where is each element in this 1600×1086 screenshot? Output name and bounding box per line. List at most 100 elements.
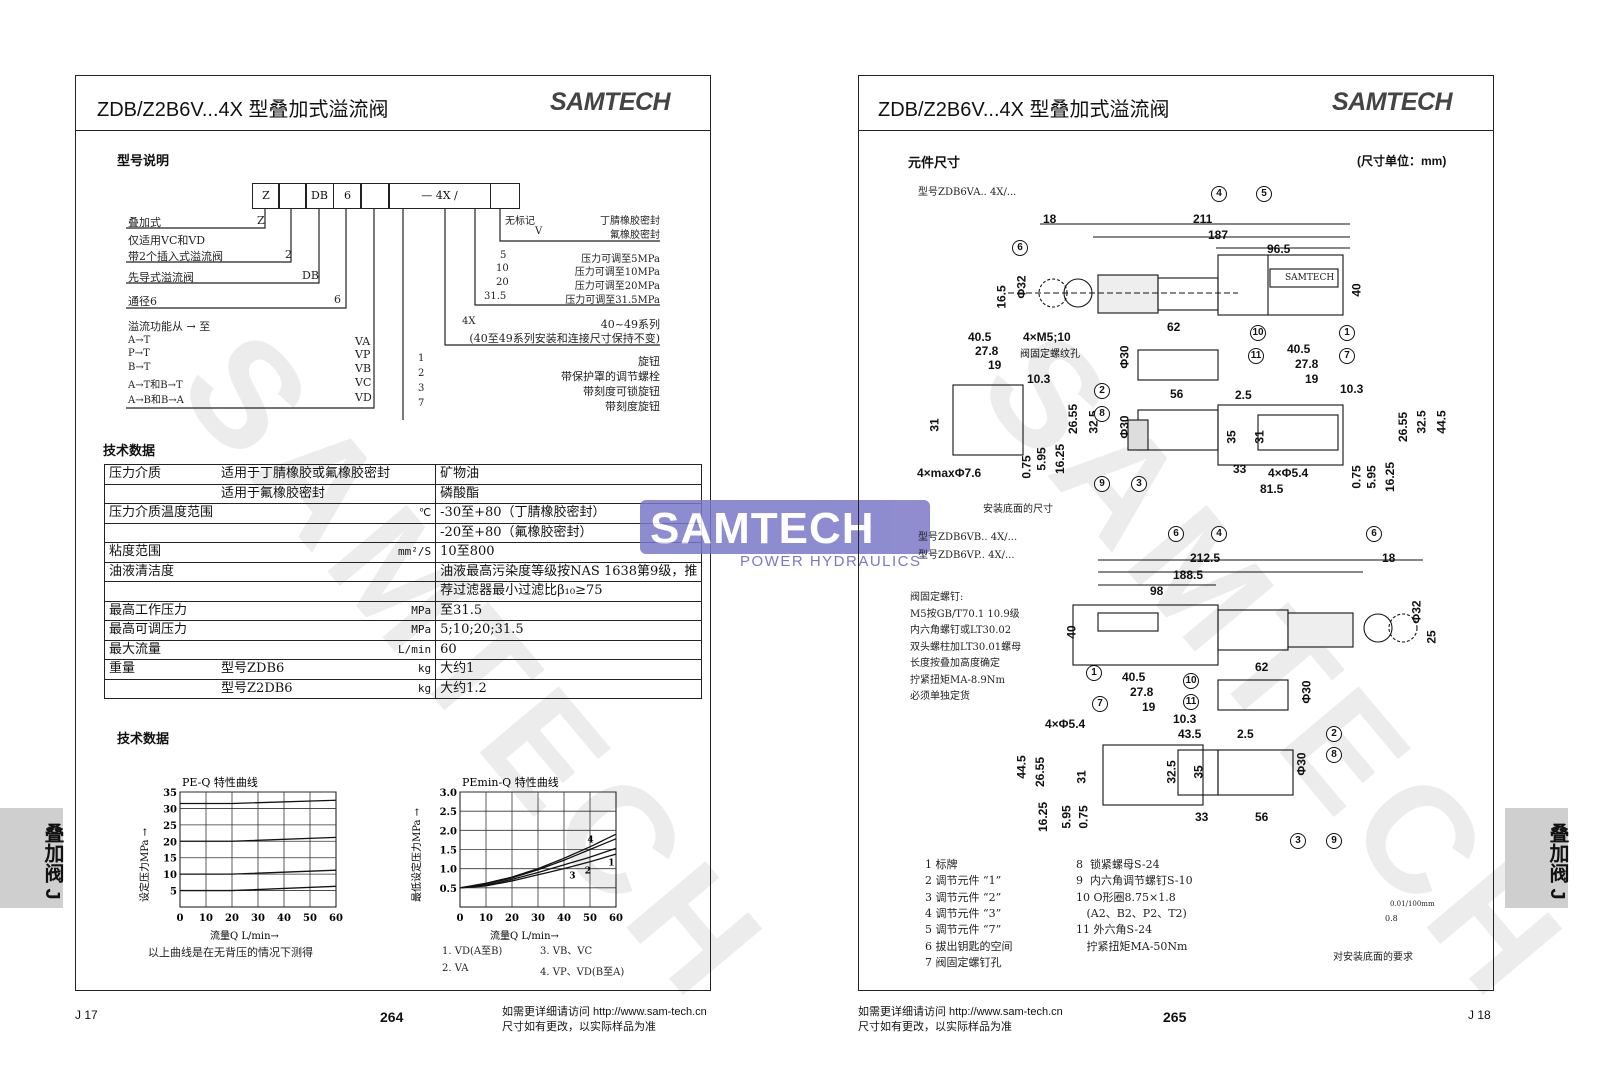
tech-table-cell (394, 522, 437, 543)
dimension-label: 4×Φ5.4 (1045, 717, 1086, 731)
tech-table-cell: 型号Z2DB6 (217, 678, 395, 699)
tech-table-cell: 适用于丁腈橡胶或氟橡胶密封 (217, 464, 395, 485)
model-vb-label: 型号ZDB6VB.. 4X/... (918, 532, 1018, 543)
tech-table-cell (217, 522, 395, 543)
curve2-legend-1: 1. VD(A至B) (442, 946, 503, 957)
right-logo: SAMTECH (1332, 88, 1453, 116)
model-option-code: V (535, 226, 543, 237)
tech-table-cell: kg (394, 678, 437, 699)
parts-list-item: 11 外六角S-24 (1076, 923, 1153, 937)
model-option-label: 丁腈橡胶密封 (600, 216, 660, 227)
y-tick-label: 20 (163, 837, 177, 848)
y-tick-label: 3.0 (440, 788, 457, 799)
side-tab-left[interactable]: 叠加阀 J (0, 808, 63, 908)
tech-table-cell: 最高可调压力 (104, 620, 218, 641)
left-footer-code: J 17 (75, 1008, 98, 1022)
dimension-label: 10.3 (1340, 382, 1364, 396)
model-row-label: 仅适用VC和VD (128, 234, 206, 247)
series-label: 4 (587, 836, 593, 846)
model-option-label: 旋钮 (638, 355, 660, 368)
tech-table-cell (394, 581, 437, 602)
parts-list-item: 1 标牌 (925, 858, 958, 871)
right-footer-code: J 18 (1468, 1008, 1491, 1022)
callout-7-icon: 7 (1092, 696, 1108, 712)
model-option-code: 2 (418, 368, 425, 379)
dimension-label: 16.25 (1036, 801, 1051, 833)
dimension-label: 27.8 (1295, 357, 1319, 371)
callout-7-icon: 7 (1339, 348, 1355, 364)
series-line-1 (459, 853, 617, 889)
dimension-label: 16.25 (1383, 461, 1398, 493)
dimension-label: 26.55 (1066, 403, 1081, 435)
dimension-label: 44.5 (1014, 755, 1029, 779)
tech-table-cell: 矿物油 (435, 464, 703, 485)
screw-note-line: 内六角螺钉或LT30.02 (910, 625, 1012, 636)
tech-table-cell (217, 561, 395, 582)
callout-10-icon: 10 (1250, 325, 1266, 341)
parts-list-item: 10 O形圈8.75×1.8 (1076, 890, 1176, 904)
samtech-center-logo: SAMTECH (640, 500, 930, 554)
model-row-code: VD (355, 391, 372, 404)
tech-table-cell: L/min (394, 639, 437, 660)
tech-table-row: 油液清洁度油液最高污染度等级按NAS 1638第9级，推 (104, 561, 703, 582)
tech-table-cell: 60 (435, 639, 703, 660)
tech-table-cell (217, 639, 395, 660)
model-row-label: A→T和B→T (128, 380, 183, 391)
callout-5-icon: 5 (1256, 186, 1272, 202)
y-tick-label: 5 (170, 887, 177, 898)
model-row-code: VP (355, 348, 371, 361)
y-tick-label: 0.5 (440, 884, 457, 895)
model-option-code: 无标记 (505, 216, 535, 227)
tech-table-cell: mm²/S (394, 542, 437, 563)
dimension-label: Φ30 (1117, 415, 1132, 439)
callout-1-icon: 1 (1086, 665, 1102, 681)
y-tick-label: 1.0 (440, 865, 457, 876)
tech-table-row: 压力介质适用于丁腈橡胶或氟橡胶密封矿物油 (104, 464, 703, 485)
x-tick-label: 40 (557, 913, 571, 924)
dimension-label: Φ30 (1299, 680, 1314, 704)
y-tick-label: 10 (163, 870, 177, 881)
model-option-label: (40至49系列安装和连接尺寸保持不变) (469, 332, 660, 345)
dimension-label: 81.5 (1260, 482, 1284, 496)
model-row-label: 先导式溢流阀 (128, 271, 194, 284)
dimension-label: 188.5 (1173, 568, 1204, 582)
y-tick-label: 2.5 (440, 807, 457, 818)
series-line-5 (180, 885, 337, 892)
dimension-label: 56 (1170, 387, 1184, 401)
center-logo-tagline: POWER HYDRAULICS (740, 553, 922, 570)
model-option-label: 压力可调至20MPa (574, 281, 660, 292)
mount-surface-caption: 安装底面的尺寸 (983, 504, 1053, 515)
model-option-code: 10 (496, 263, 509, 274)
model-option-label: 压力可调至10MPa (574, 267, 660, 278)
y-tick-label: 1.5 (440, 846, 457, 857)
model-option-label: 压力可调至5MPa (581, 254, 660, 265)
model-option-label: 带刻度旋钮 (605, 400, 660, 413)
series-line-31.5 (180, 799, 337, 805)
x-tick-label: 0 (177, 913, 184, 924)
screw-note-line: 阀固定螺钉: (910, 592, 964, 603)
callout-11-icon: 11 (1248, 348, 1264, 364)
dimension-label: 211 (1193, 212, 1213, 226)
dimension-label: 16.25 (1053, 443, 1068, 475)
parts-list-item: 7 阀固定螺钉孔 (925, 955, 1002, 969)
right-page-frame (858, 75, 1494, 991)
side-tab-right[interactable]: 叠加阀 J (1505, 808, 1568, 908)
screw-note-line: 拧紧扭矩MA-8.9Nm (910, 674, 1005, 686)
parts-list-item: 8 锁紧螺母S-24 (1076, 858, 1160, 871)
chart-title: PE-Q 特性曲线 (182, 775, 258, 789)
dimension-label: 4×maxΦ7.6 (917, 466, 982, 480)
dimension-label: 4×M5;10 (1023, 330, 1071, 344)
dimension-label: 25 (1424, 630, 1439, 644)
y-tick-label: 25 (163, 821, 177, 832)
parts-list-item: 3 调节元件 “2” (925, 890, 1002, 904)
tech-table-cell: 大约1 (435, 659, 703, 680)
dimension-label: 35 (1224, 430, 1239, 444)
screw-note-line: M5按GB/T70.1 10.9级 (910, 608, 1020, 620)
dimension-label: 19 (1305, 372, 1319, 386)
callout-8-icon: 8 (1094, 406, 1110, 422)
left-page-number: 264 (380, 1009, 404, 1025)
callout-9-icon: 9 (1326, 833, 1342, 849)
